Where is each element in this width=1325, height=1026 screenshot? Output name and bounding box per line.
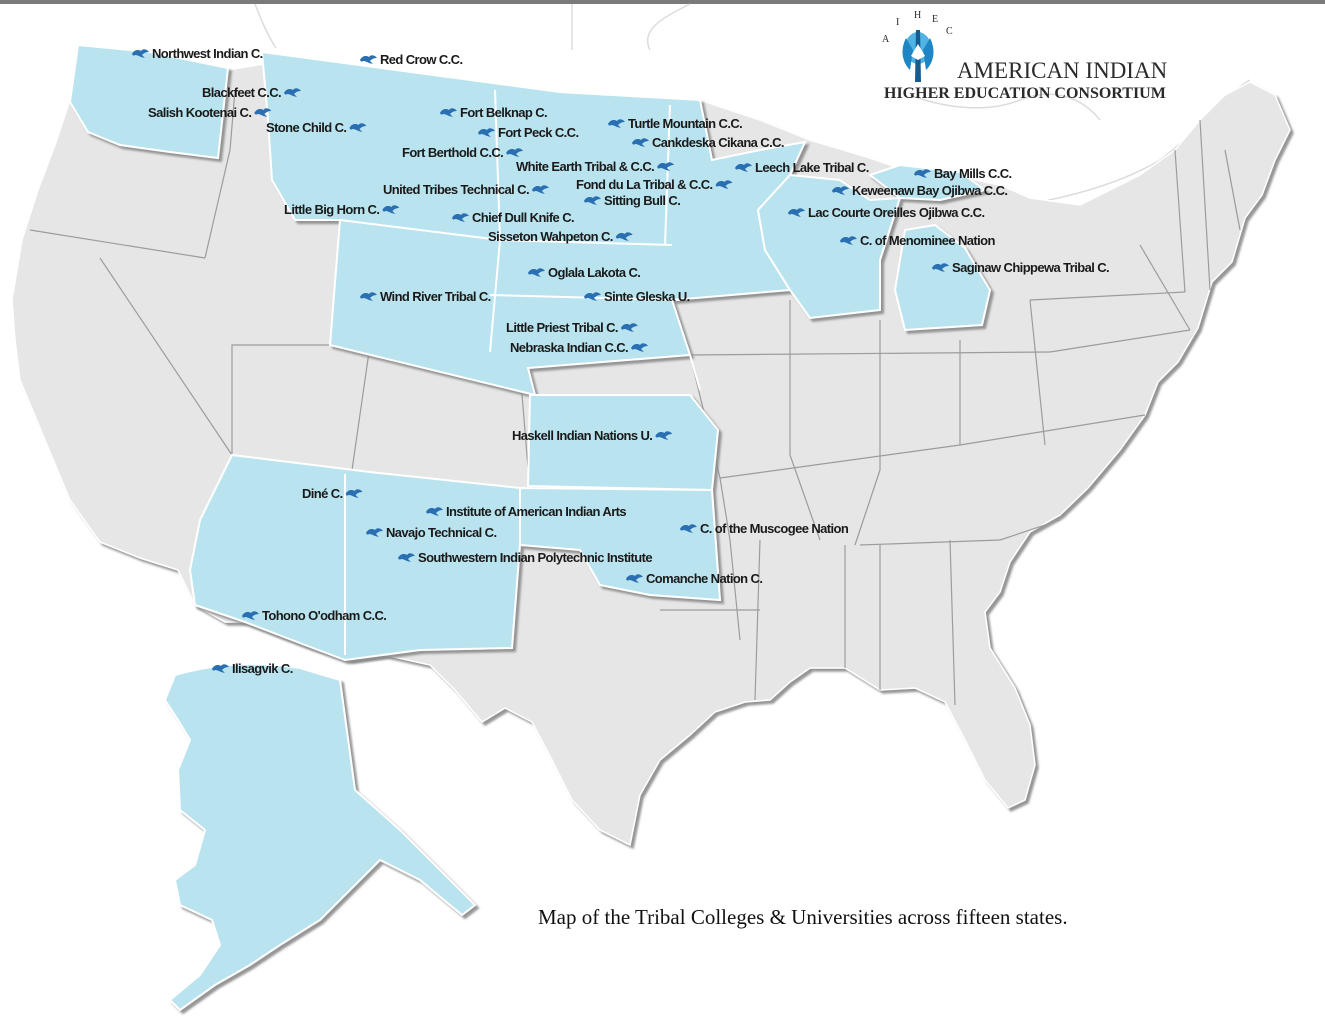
logo-ring-letter: A [882,34,890,45]
logo-ring-letter: I [896,17,899,28]
college-label: C. of the Muscogee Nation [700,521,849,536]
college-label: Sisseton Wahpeton C. [488,229,613,244]
college-label: Turtle Mountain C.C. [628,116,742,131]
college-label: White Earth Tribal & C.C. [516,159,654,174]
logo-title-line1: AMERICAN INDIAN [957,58,1168,83]
college-label: Little Big Horn C. [284,202,379,217]
college-label: Blackfeet C.C. [202,85,281,100]
college-label: Little Priest Tribal C. [506,320,618,335]
college-marker[interactable]: Saginaw Chippewa Tribal C. [932,260,1110,275]
college-label: Salish Kootenai C. [148,105,251,120]
college-marker[interactable]: C. of Menominee Nation [840,233,996,248]
college-marker[interactable]: Sinte Gleska U. [584,289,690,304]
college-label: Diné C. [302,486,343,501]
state-kansas [526,394,720,492]
aihec-logo: A I H E C AMERICAN INDIAN HIGHER EDUCATI… [881,8,1168,102]
state-alaska [163,663,477,1012]
college-marker[interactable]: Diné C. [302,486,363,501]
college-marker[interactable]: Little Priest Tribal C. [506,320,638,335]
college-label: Wind River Tribal C. [380,289,491,304]
college-marker[interactable]: Keweenaw Bay Ojibwa C.C. [832,183,1008,198]
college-marker[interactable]: Tohono O'odham C.C. [242,608,387,623]
college-marker[interactable]: C. of the Muscogee Nation [680,521,849,536]
college-label: Fort Belknap C. [460,105,547,120]
state-southwest [188,453,521,662]
college-marker[interactable]: Southwestern Indian Polytechnic Institut… [398,550,653,565]
map-caption: Map of the Tribal Colleges & Universitie… [538,905,1068,929]
college-marker[interactable]: Sitting Bull C. [584,193,681,208]
college-marker[interactable]: Leech Lake Tribal C. [735,160,869,175]
college-marker[interactable]: Northwest Indian C. [132,46,263,61]
college-marker[interactable]: Oglala Lakota C. [528,265,641,280]
college-label: Haskell Indian Nations U. [512,428,652,443]
college-label: Navajo Technical C. [386,525,496,540]
college-label: Sitting Bull C. [604,193,680,208]
college-label: United Tribes Technical C. [383,182,529,197]
college-marker[interactable]: Fort Berthold C.C. [402,145,524,160]
college-marker[interactable]: Institute of American Indian Arts [426,504,627,519]
college-label: Red Crow C.C. [380,52,462,67]
college-marker[interactable]: Little Big Horn C. [284,202,400,217]
college-marker[interactable]: Turtle Mountain C.C. [608,116,743,131]
state-oklahoma [519,486,722,602]
logo-ring-letter: E [932,14,938,25]
college-label: Leech Lake Tribal C. [755,160,869,175]
college-label: Northwest Indian C. [152,46,263,61]
college-marker[interactable]: Cankdeska Cikana C.C. [632,135,785,150]
state-washington [68,43,230,160]
state-borders [29,89,1241,706]
college-marker[interactable]: Bay Mills C.C. [914,166,1012,181]
top-border-line [0,0,1325,4]
college-label: Comanche Nation C. [646,571,762,586]
college-label: Southwestern Indian Polytechnic Institut… [418,550,652,565]
college-marker[interactable]: Wind River Tribal C. [360,289,491,304]
college-label: Lac Courte Oreilles Ojibwa C.C. [808,205,984,220]
college-label: Nebraska Indian C.C. [510,340,628,355]
college-label: Fort Peck C.C. [498,125,578,140]
college-marker[interactable]: Chief Dull Knife C. [452,210,575,225]
college-marker[interactable]: Fort Peck C.C. [478,125,579,140]
college-marker[interactable]: Haskell Indian Nations U. [512,428,673,443]
college-marker[interactable]: Lac Courte Oreilles Ojibwa C.C. [788,205,985,220]
college-marker[interactable]: Stone Child C. [266,120,367,135]
college-label: Saginaw Chippewa Tribal C. [952,260,1109,275]
college-label: Keweenaw Bay Ojibwa C.C. [852,183,1007,198]
college-label: Stone Child C. [266,120,346,135]
college-marker[interactable]: White Earth Tribal & C.C. [516,159,675,174]
college-label: Cankdeska Cikana C.C. [652,135,784,150]
college-marker[interactable]: United Tribes Technical C. [383,182,549,197]
college-marker[interactable]: Fort Belknap C. [440,105,548,120]
state-michigan [867,163,992,332]
college-marker[interactable]: Blackfeet C.C. [202,85,302,100]
college-marker[interactable]: Fond du La Tribal & C.C. [576,177,733,192]
college-label: Sinte Gleska U. [604,289,690,304]
college-label: Chief Dull Knife C. [472,210,574,225]
college-markers: Northwest Indian C. Red Crow C.C. Blackfee… [132,46,1110,676]
college-marker[interactable]: Comanche Nation C. [626,571,763,586]
college-marker[interactable]: Red Crow C.C. [360,52,463,67]
college-label: Ilisagvik C. [232,661,293,676]
college-label: Tohono O'odham C.C. [262,608,386,623]
college-marker[interactable]: Sisseton Wahpeton C. [488,229,633,244]
college-label: C. of Menominee Nation [860,233,996,248]
college-label: Oglala Lakota C. [548,265,640,280]
college-marker[interactable]: Salish Kootenai C. [148,105,272,120]
logo-title-line2: HIGHER EDUCATION CONSORTIUM [884,85,1166,102]
college-marker[interactable]: Navajo Technical C. [366,525,497,540]
college-label: Fond du La Tribal & C.C. [576,177,713,192]
logo-ring-letter: C [946,26,953,37]
college-label: Bay Mills C.C. [934,166,1012,181]
bird-marker-icon [360,55,377,64]
logo-ring-letter: H [914,10,921,21]
logo-emblem-icon [902,30,934,82]
college-marker[interactable]: Nebraska Indian C.C. [510,340,649,355]
college-label: Institute of American Indian Arts [446,504,626,519]
college-label: Fort Berthold C.C. [402,145,503,160]
college-marker[interactable]: Ilisagvik C. [212,661,293,676]
